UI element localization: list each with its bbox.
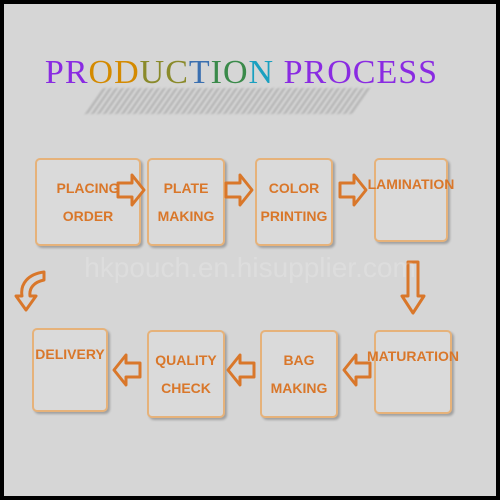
title-letter [274,54,284,92]
title-letter: S [398,54,419,91]
step-bag-making: BAG MAKING [260,330,338,418]
step-label: BAG MAKING [270,352,328,396]
step-quality-check: QUALITY CHECK [147,330,225,418]
title-letter: O [222,54,249,91]
title-letter: P [283,54,304,91]
arrow-right-icon [224,173,254,207]
step-label: LAMINATION [367,176,455,192]
title-letter: N [248,54,275,91]
arrow-down-icon [400,260,426,315]
step-label: PLACING ORDER [56,180,120,224]
title-letter: T [188,54,211,91]
arrow-left-icon [226,353,256,387]
title-letter: R [64,54,89,91]
step-label: MATURATION [366,348,460,364]
title-letter: E [376,54,399,91]
title-letter: C [352,54,377,91]
arrow-left-icon [342,353,372,387]
title-letter: I [210,54,223,91]
step-delivery: DELIVERY [32,328,108,412]
title-letter: O [88,54,115,91]
arrow-left-icon [112,353,142,387]
title-letter: C [165,54,189,91]
diagram-title: PRODUCTION PROCESS [4,54,479,92]
step-plate-making: PLATE MAKING [147,158,225,246]
title-letter: D [114,54,140,91]
step-maturation: MATURATION [367,330,459,414]
title-letter: R [303,54,328,91]
title-letter: O [327,54,353,91]
diagram-canvas: PRODUCTION PROCESS PLACING ORDER PLATE M… [4,4,496,496]
step-lamination: LAMINATION [368,158,454,242]
title-letter: P [44,54,65,91]
step-label: QUALITY CHECK [155,352,217,396]
step-label: DELIVERY [35,346,105,362]
arrow-right-icon [116,173,146,207]
step-placing-order: PLACING ORDER [35,158,141,246]
step-label: COLOR PRINTING [260,180,328,224]
step-color-printing: COLOR PRINTING [255,158,333,246]
title-letter: U [139,54,166,91]
watermark: hkpouch.en.hisupplier.com [84,252,416,283]
arrow-right-icon [338,173,368,207]
title-letter: S [418,54,439,91]
curved-return-arrow-icon [14,270,46,312]
step-label: PLATE MAKING [157,180,215,224]
